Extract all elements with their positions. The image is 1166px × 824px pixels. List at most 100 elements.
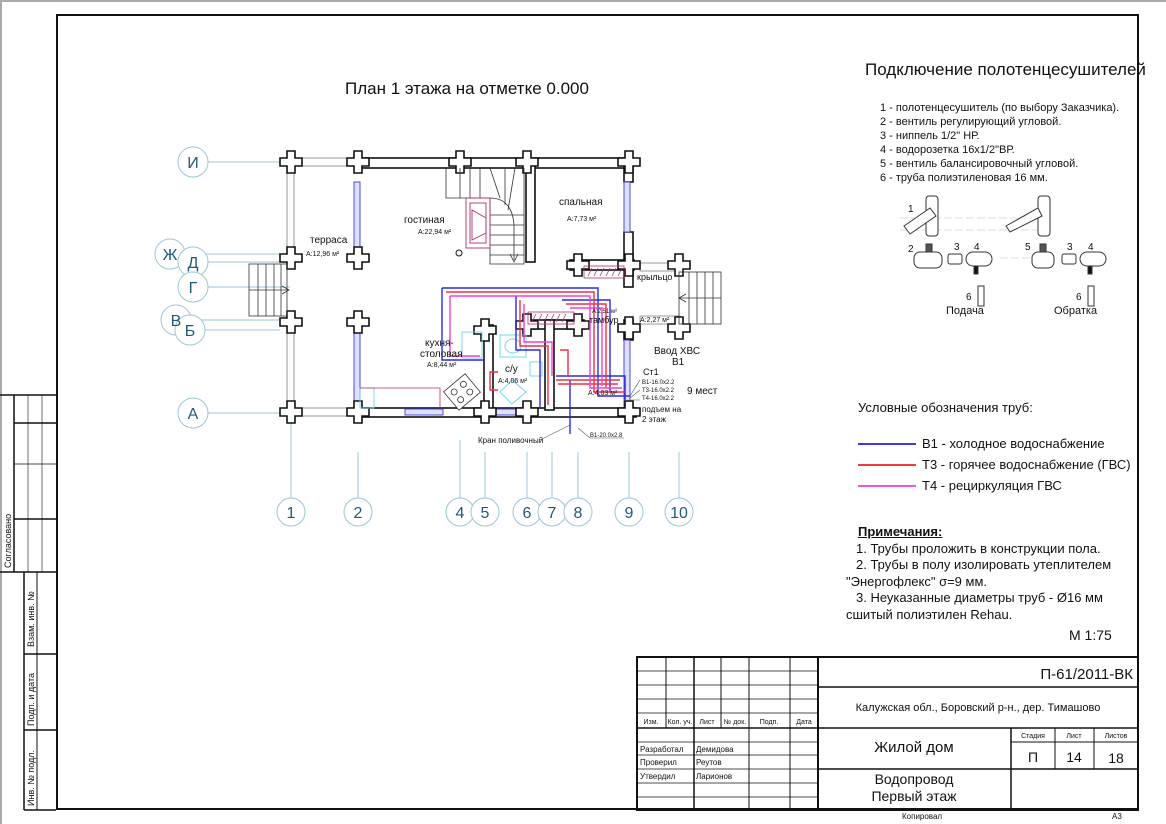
axis-label-i: И	[187, 155, 199, 172]
doc-code: П-61/2011-ВК	[1040, 666, 1133, 683]
towel-dryer-diagram: 1 2 3 4 5 3 4 6 6 Подача Обратка	[900, 195, 1107, 317]
leaders	[539, 379, 641, 441]
post-circle	[455, 249, 463, 257]
header-izm: Изм.	[644, 719, 659, 726]
header-podp: Подп.	[760, 719, 779, 726]
axis-label-g: Г	[189, 280, 198, 297]
person-name: Ларионов	[696, 772, 732, 781]
riser-t3: Т3-16.0x2.2	[642, 388, 675, 394]
legend-line-cold	[858, 442, 916, 445]
diagram-num: 6	[966, 292, 972, 303]
lift-label-1: подъем на	[642, 405, 682, 414]
towel-dryer-item: 3 - ниппель 1/2" НР.	[880, 130, 980, 142]
room-name: с/у	[505, 364, 518, 375]
person-name: Реутов	[696, 758, 722, 767]
axis-bubbles	[154, 146, 694, 527]
room-name: кухня-	[425, 338, 454, 349]
header-list: Лист	[699, 719, 715, 726]
axis-label-b: Б	[185, 323, 196, 340]
stairs-right	[678, 271, 722, 325]
sheet-header: Лист	[1066, 733, 1082, 740]
room-labels: терраса А:12,96 м² гостиная А:22,94 м² с…	[306, 197, 718, 445]
riser-label: Ст1	[643, 367, 659, 377]
legend-line-hot	[858, 463, 916, 466]
legend-label: Т3 - горячее водоснабжение (ГВС)	[922, 457, 1131, 472]
towel-dryer-item: 6 - труба полиэтиленовая 16 мм.	[880, 172, 1048, 184]
diagram-num: 4	[974, 242, 980, 253]
axis-label-6: 6	[523, 505, 532, 522]
diagram-num: 4	[1088, 242, 1094, 253]
porch-bench	[583, 265, 625, 279]
corridor-area: А:4,03 м²	[588, 390, 618, 397]
drawing-frame	[56, 14, 1139, 810]
axis-labels: И Ж Д Г В Б А 1 2 4 5 6 7 8 9 10	[163, 155, 688, 522]
tap-label: Кран поливочный	[478, 436, 543, 445]
copied-label: Копировал	[902, 812, 943, 821]
sheets-value: 18	[1108, 750, 1124, 766]
diagram-num: 3	[1067, 242, 1073, 253]
towel-dryer-item: 1 - полотенцесушитель (по выбору Заказчи…	[880, 102, 1120, 114]
towel-dryer-title: Подключение полотенцесушителей	[865, 60, 1146, 79]
room-area: А:8,44 м²	[427, 362, 457, 369]
header-kol: Кол. уч.	[668, 719, 693, 726]
note-line: сшитый полиэтилен Rehau.	[846, 606, 1013, 622]
axis-label-d: Д	[188, 255, 199, 272]
sheets-header: Листов	[1105, 733, 1128, 740]
room-name: столовая	[420, 349, 463, 360]
axis-label-zh: Ж	[163, 247, 178, 264]
room-area: А:4,06 м²	[498, 378, 528, 385]
pipes-recirc	[449, 295, 622, 389]
room-area: А:2,51 м²	[592, 309, 617, 315]
stairs-left	[248, 263, 290, 317]
stove	[442, 373, 482, 411]
room-area: А:7,73 м²	[567, 216, 597, 223]
towel-dryer-list: 1 - полотенцесушитель (по выбору Заказчи…	[880, 101, 1119, 185]
header-date: Дата	[796, 719, 812, 726]
fixtures	[359, 331, 543, 409]
vzam-label: Взам. инв. №	[26, 591, 36, 647]
sheet-title-1: Водопровод	[875, 771, 954, 787]
room-area: А:22,94 м²	[418, 229, 452, 236]
axis-label-8: 8	[574, 505, 583, 522]
axis-label-9: 9	[625, 505, 634, 522]
stairs-spiral	[445, 167, 525, 265]
floor-plan: И Ж Д Г В Б А 1 2 4 5 6 7 8 9 10 терраса…	[154, 146, 722, 527]
room-name: спальная	[559, 197, 603, 208]
format-label: А3	[1112, 812, 1122, 821]
person-name: Демидова	[696, 745, 734, 754]
places-label: 9 мест	[687, 386, 718, 397]
note-line: 1. Трубы проложить в конструкции пола.	[856, 540, 1101, 556]
room-area: А:12,96 м²	[306, 251, 340, 258]
fireplace	[465, 197, 491, 249]
podp-label: Подп. и дата	[26, 673, 36, 726]
inv-label: Инв. № подл.	[26, 750, 36, 806]
sheet-value: 14	[1066, 749, 1082, 765]
legend-item-t3: Т3 - горячее водоснабжение (ГВС)	[858, 457, 1131, 472]
note-line: 2. Трубы в полу изолировать утеплителем	[856, 557, 1112, 572]
note-line: "Энергофлекс" σ=9 мм.	[846, 573, 988, 589]
supply-label: Подача	[946, 305, 985, 317]
axis-label-v: В	[171, 313, 182, 330]
axis-label-10: 10	[670, 505, 688, 522]
plan-title: План 1 этажа на отметке 0.000	[345, 79, 589, 98]
scale-label: М 1:75	[1069, 627, 1112, 643]
room-name: крыльцо	[637, 272, 672, 282]
agreed-label: Согласовано	[3, 514, 13, 568]
input-code: В1	[672, 357, 685, 368]
sheet-title-2: Первый этаж	[871, 788, 957, 804]
diagram-num: 1	[908, 204, 914, 215]
lift-label-2: 2 этаж	[642, 415, 667, 424]
riser-b1: В1-16.0x2.2	[642, 380, 675, 386]
pipe-main-label: В1-20.0x2.8	[590, 433, 623, 439]
header-doc: № док.	[724, 719, 746, 726]
note-line: 3. Неуказанные диаметры труб - Ø16 мм	[856, 590, 1103, 605]
axis-label-5: 5	[481, 505, 490, 522]
address: Калужская обл., Боровский р-н., дер. Тим…	[856, 702, 1101, 714]
legend-label: В1 - холодное водоснабжение	[922, 436, 1105, 451]
legend-item-t4: Т4 - рециркуляция ГВС	[858, 478, 1062, 493]
room-name: гостиная	[404, 215, 445, 226]
room-name: терраса	[310, 235, 348, 246]
axis-label-a: А	[188, 406, 199, 423]
room-name: тамбур	[589, 315, 618, 325]
